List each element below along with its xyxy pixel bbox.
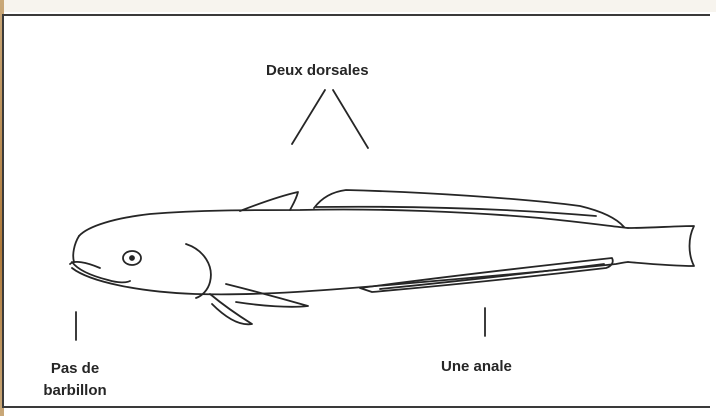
label-no-barbel: Pas de barbillon bbox=[34, 358, 116, 402]
fish-body-upper bbox=[79, 209, 628, 236]
fish-snout bbox=[73, 236, 79, 262]
label-no-barbel-line2: barbillon bbox=[34, 380, 116, 402]
fish-body-lower bbox=[72, 262, 628, 294]
fish-gill-cover bbox=[186, 244, 211, 298]
pelvic-fin bbox=[210, 294, 252, 324]
label-no-barbel-line1: Pas de bbox=[34, 358, 116, 380]
pointer-dorsal-left bbox=[292, 90, 325, 144]
caudal-fin bbox=[628, 226, 694, 266]
label-dorsal-fins: Deux dorsales bbox=[266, 60, 369, 82]
first-dorsal-fin bbox=[240, 192, 298, 211]
fish-mouth bbox=[72, 262, 130, 282]
anal-fin-inner bbox=[380, 264, 604, 289]
fish-pupil bbox=[130, 256, 134, 260]
pointer-dorsal-right bbox=[333, 90, 368, 148]
label-anal-fin: Une anale bbox=[441, 356, 512, 378]
pectoral-fin bbox=[226, 284, 308, 307]
